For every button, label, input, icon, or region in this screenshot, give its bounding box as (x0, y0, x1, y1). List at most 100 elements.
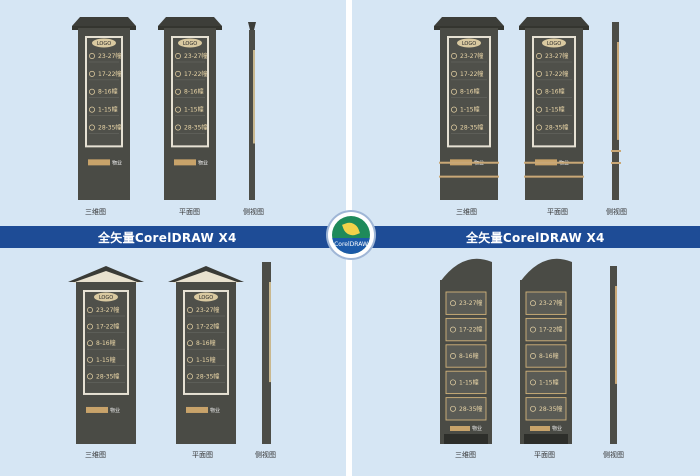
floor-label: 1-15幢 (459, 378, 479, 386)
floor-panel (445, 291, 487, 315)
side-edge (269, 282, 271, 383)
floor-panel (445, 344, 487, 368)
floor-label: 28-35幢 (96, 372, 119, 380)
side-edge (253, 50, 255, 144)
property-label: 物业 (198, 159, 208, 166)
board (173, 38, 207, 146)
floor-icon (536, 106, 542, 113)
floor-label: 8-16幢 (460, 88, 480, 96)
floor-icon (89, 70, 95, 77)
board (534, 38, 574, 146)
label-side-br: 侧视图 (603, 451, 624, 459)
label-3d-bl: 三维图 (85, 451, 106, 459)
floor-label: 8-16幢 (184, 88, 204, 96)
floor-icon (451, 88, 457, 95)
gold-stripe (439, 175, 499, 178)
logo-text: LOGO (99, 295, 113, 301)
floor-label: 17-22幢 (184, 70, 207, 78)
floor-label: 28-35幢 (196, 372, 219, 380)
floor-label: 1-15幢 (96, 356, 116, 364)
side-profile (262, 262, 271, 444)
floor-icon (536, 88, 542, 95)
floor-icon (530, 405, 536, 412)
cap (72, 17, 136, 26)
floor-label: 8-16幢 (545, 88, 565, 96)
floor-label: 23-27幢 (98, 52, 121, 60)
logo-plaque (92, 38, 116, 48)
floor-label: 23-27幢 (539, 299, 562, 307)
floor-panel (525, 397, 567, 421)
floor-icon (87, 373, 93, 380)
floor-icon (89, 53, 95, 59)
label-plan-tr: 平面图 (547, 208, 568, 216)
gold-stripe (439, 161, 499, 164)
board (449, 38, 489, 146)
floor-label: 23-27幢 (196, 306, 219, 314)
cap (158, 17, 222, 26)
floor-icon (89, 88, 95, 95)
floor-label: 8-16幢 (459, 352, 479, 360)
coreldraw-logo: CorelDRAW (328, 212, 374, 258)
floor-icon (89, 124, 95, 131)
side-stripe (611, 162, 621, 164)
floor-icon (536, 124, 542, 131)
side-cap (248, 22, 256, 30)
floor-icon (451, 70, 457, 77)
floor-label: 23-27幢 (545, 52, 568, 60)
label-plan-br: 平面图 (534, 451, 555, 459)
floor-icon (536, 70, 542, 77)
logo-text: LOGO (183, 41, 197, 47)
label-3d-br: 三维图 (455, 451, 476, 459)
floor-label: 17-22幢 (196, 323, 219, 331)
floor-panel (525, 291, 567, 315)
floor-label: 23-27幢 (184, 52, 207, 60)
floor-icon (175, 53, 181, 59)
property-plate (450, 426, 470, 431)
floor-label: 8-16幢 (96, 339, 116, 347)
floor-icon (450, 405, 456, 412)
floor-label: 17-22幢 (545, 70, 568, 78)
floor-icon (530, 379, 536, 386)
property-plate (186, 406, 208, 413)
floor-panel (445, 317, 487, 342)
side-edge (615, 286, 617, 384)
floor-label: 28-35幢 (539, 405, 562, 413)
logo-plaque (194, 292, 218, 302)
wave-top (440, 258, 492, 282)
floor-icon (536, 53, 542, 59)
floor-panel (445, 370, 487, 395)
floor-label: 23-27幢 (460, 52, 483, 60)
label-3d-tl: 三维图 (85, 208, 106, 216)
floor-label: 28-35幢 (98, 123, 121, 131)
property-label: 物业 (552, 425, 562, 432)
property-label: 物业 (472, 425, 482, 432)
floor-label: 17-22幢 (96, 323, 119, 331)
property-plate (88, 159, 110, 166)
floor-label: 28-35幢 (460, 123, 483, 131)
floor-panel (445, 397, 487, 421)
base (444, 434, 488, 444)
floor-label: 1-15幢 (196, 356, 216, 364)
cap (519, 17, 589, 26)
panel-bottom-left (0, 248, 346, 476)
logo-text: LOGO (97, 41, 111, 47)
floor-label: 1-15幢 (460, 106, 480, 114)
logo-plaque (94, 292, 118, 302)
floor-icon (187, 323, 193, 330)
floor-label: 17-22幢 (98, 70, 121, 78)
property-plate (86, 406, 108, 413)
label-plan-bl: 平面图 (192, 451, 213, 459)
property-plate (174, 159, 196, 166)
floor-icon (187, 356, 193, 363)
floor-icon (187, 340, 193, 347)
board (185, 292, 227, 393)
floor-icon (451, 53, 457, 59)
floor-icon (175, 88, 181, 95)
right-title: 全矢量CorelDRAW X4 (466, 231, 605, 245)
floor-panel (525, 317, 567, 342)
floor-icon (87, 356, 93, 363)
property-label: 物业 (110, 407, 120, 414)
left-title: 全矢量CorelDRAW X4 (98, 231, 237, 245)
floor-label: 17-22幢 (539, 326, 562, 334)
floor-icon (450, 326, 456, 333)
